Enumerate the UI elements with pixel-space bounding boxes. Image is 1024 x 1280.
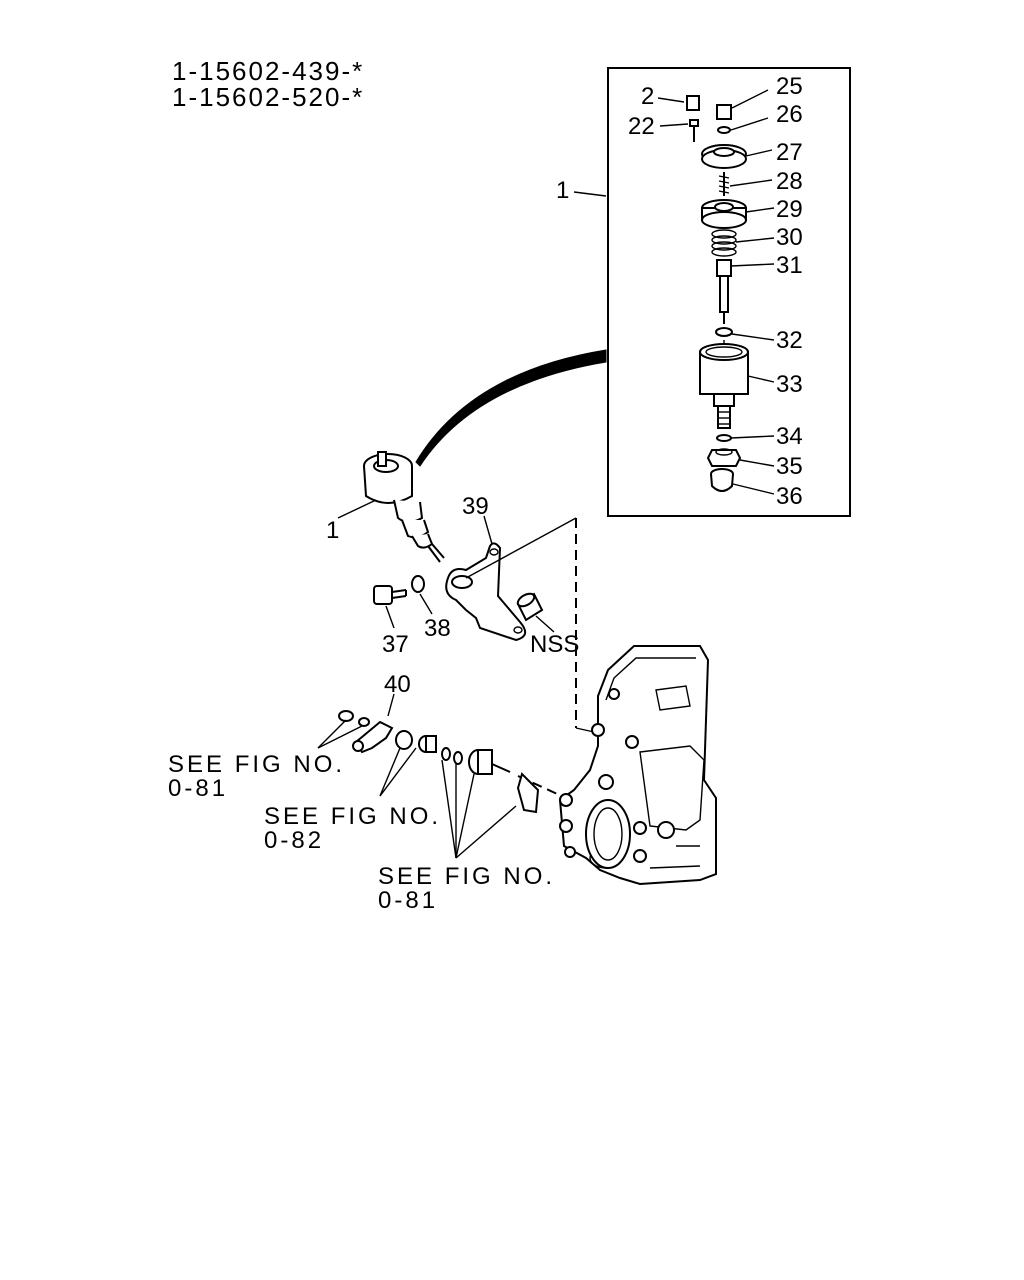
alignment-line-bracket bbox=[465, 517, 577, 579]
callout-32: 32 bbox=[776, 327, 803, 354]
inset-part-29 bbox=[701, 199, 747, 229]
callout-1-inset: 1 bbox=[556, 177, 569, 204]
small-parts-group bbox=[338, 710, 540, 814]
callout-1-main: 1 bbox=[326, 517, 339, 544]
bracket-39 bbox=[445, 542, 527, 642]
inset-parts bbox=[686, 95, 749, 492]
callout-26: 26 bbox=[776, 101, 803, 128]
callout-37: 37 bbox=[382, 631, 409, 658]
callout-35: 35 bbox=[776, 453, 803, 480]
reference-3-line2: 0-81 bbox=[378, 887, 438, 914]
callout-27: 27 bbox=[776, 139, 803, 166]
callout-22: 22 bbox=[628, 113, 655, 140]
inset-part-33 bbox=[699, 343, 749, 429]
leader-1-main bbox=[337, 499, 377, 519]
alignment-line-to-housing bbox=[575, 727, 595, 733]
leader-38 bbox=[419, 593, 433, 615]
inset-part-35 bbox=[706, 448, 742, 467]
reference-leaders bbox=[317, 719, 517, 859]
callout-34: 34 bbox=[776, 423, 803, 450]
inset-part-25 bbox=[716, 104, 732, 120]
leader-40 bbox=[387, 693, 395, 717]
leader-39 bbox=[483, 515, 493, 545]
leader-37 bbox=[385, 605, 395, 629]
washer-38 bbox=[411, 575, 425, 593]
reference-1-line2: 0-81 bbox=[168, 775, 228, 802]
callout-40: 40 bbox=[384, 671, 411, 698]
callout-33: 33 bbox=[776, 371, 803, 398]
callout-25: 25 bbox=[776, 73, 803, 100]
callout-nss: NSS bbox=[530, 631, 579, 658]
reference-1-line1: SEE FIG NO. bbox=[168, 751, 345, 778]
callout-36: 36 bbox=[776, 483, 803, 510]
inset-part-34 bbox=[716, 434, 732, 442]
reference-2-line2: 0-82 bbox=[264, 827, 324, 854]
bolt-37 bbox=[373, 585, 407, 605]
inset-part-30 bbox=[711, 229, 737, 257]
inset-part-27 bbox=[701, 144, 747, 169]
inset-part-2 bbox=[686, 95, 700, 111]
inset-detail-box bbox=[607, 67, 851, 517]
part-number-1: 1-15602-439-* bbox=[172, 56, 364, 86]
inset-part-31 bbox=[716, 259, 732, 324]
part-number-2: 1-15602-520-* bbox=[172, 82, 364, 112]
callout-38: 38 bbox=[424, 615, 451, 642]
callout-29: 29 bbox=[776, 196, 803, 223]
callout-30: 30 bbox=[776, 224, 803, 251]
pin-nss bbox=[516, 592, 544, 622]
inset-part-28 bbox=[718, 172, 730, 196]
solenoid-assembly bbox=[363, 451, 445, 563]
reference-3-line1: SEE FIG NO. bbox=[378, 863, 555, 890]
detail-connector-arc bbox=[415, 349, 607, 467]
inset-part-32 bbox=[715, 327, 733, 337]
callout-2: 2 bbox=[641, 83, 654, 110]
reference-2-line1: SEE FIG NO. bbox=[264, 803, 441, 830]
pump-housing bbox=[558, 645, 717, 886]
callout-39: 39 bbox=[462, 493, 489, 520]
inset-leaders bbox=[573, 89, 775, 495]
callout-28: 28 bbox=[776, 168, 803, 195]
leader-nss bbox=[535, 615, 555, 633]
inset-part-22 bbox=[689, 119, 699, 142]
inset-part-36 bbox=[710, 468, 734, 492]
inset-part-26 bbox=[717, 126, 731, 134]
callout-31: 31 bbox=[776, 252, 803, 279]
